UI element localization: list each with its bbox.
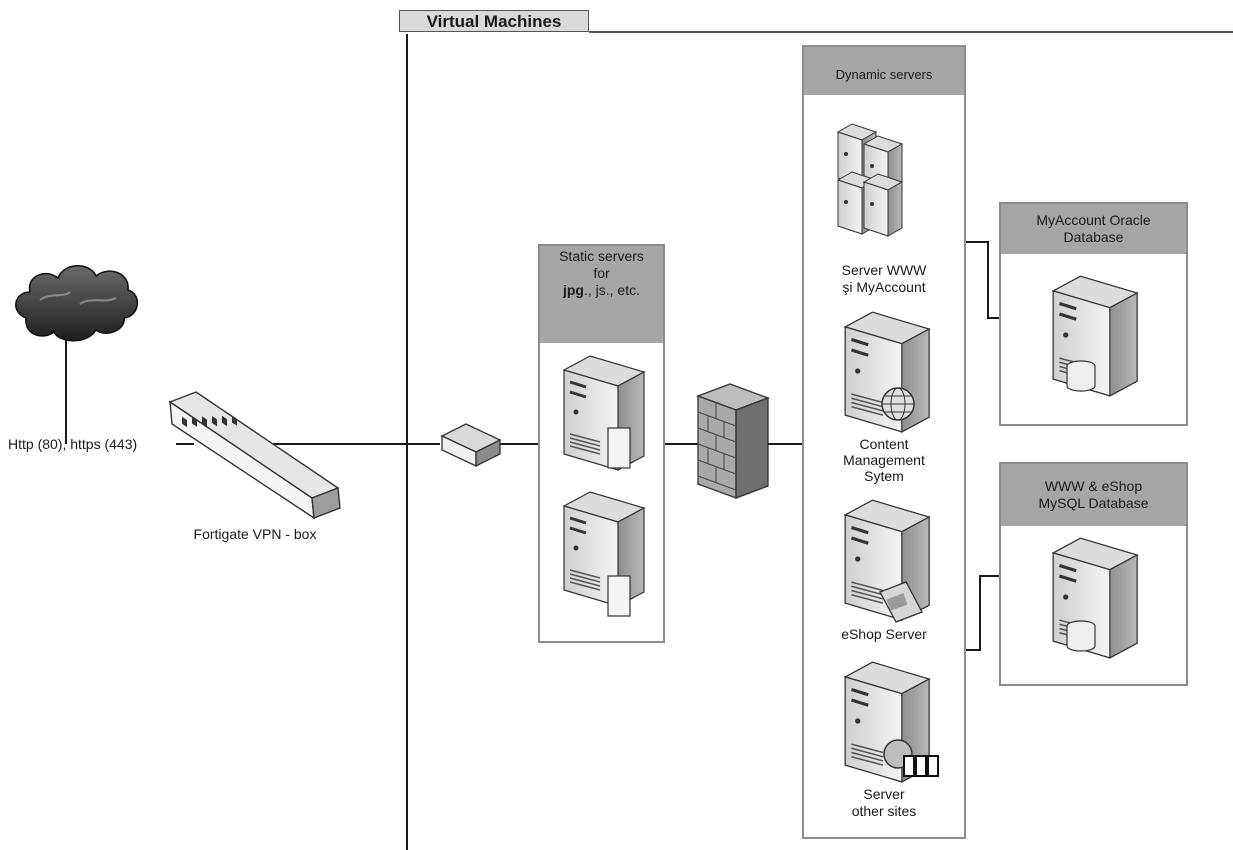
oracle-db-label: MyAccount Oracle Database bbox=[1036, 212, 1151, 245]
server-www-label: Server WWW şi MyAccount bbox=[841, 262, 927, 295]
static-servers-jpg: jpg bbox=[562, 282, 584, 298]
mysql-db-server-icon bbox=[1051, 536, 1139, 660]
oracle-db-header bbox=[1001, 204, 1186, 254]
static-servers-title: Static servers for jpg., js., etc. bbox=[559, 248, 644, 298]
eshop-server-label: eShop Server bbox=[841, 626, 927, 642]
internet-cloud-icon bbox=[15, 265, 138, 342]
other-sites-label: Server other sites bbox=[851, 786, 917, 819]
server-cluster-icon bbox=[836, 123, 904, 237]
ports-label: Http (80), https (443) bbox=[8, 436, 138, 452]
static-server-1-icon bbox=[562, 354, 646, 472]
eshop-to-mysql-link bbox=[965, 575, 1000, 651]
dynamic-servers-title: Dynamic servers bbox=[835, 67, 933, 82]
mysql-db-label: WWW & eShop MySQL Database bbox=[1038, 478, 1149, 511]
fortigate-label: Fortigate VPN - box bbox=[193, 526, 317, 542]
www-to-oracle-link bbox=[965, 241, 1000, 319]
connection-lines bbox=[65, 241, 1000, 651]
mysql-db-header bbox=[1001, 464, 1186, 526]
cms-label: Content Management Sytem bbox=[843, 436, 925, 484]
other-sites-server-icon bbox=[843, 660, 939, 784]
static-servers-header bbox=[540, 246, 663, 343]
firewall-icon bbox=[696, 383, 770, 499]
static-server-2-icon bbox=[562, 490, 646, 617]
virtual-machines-title: Virtual Machines bbox=[399, 10, 589, 32]
fortigate-vpn-box-icon bbox=[168, 391, 341, 520]
dynamic-servers-header bbox=[804, 47, 964, 95]
eshop-server-icon bbox=[843, 498, 931, 623]
router-icon bbox=[440, 423, 502, 468]
cms-server-icon bbox=[843, 310, 931, 434]
oracle-db-server-icon bbox=[1051, 274, 1139, 398]
